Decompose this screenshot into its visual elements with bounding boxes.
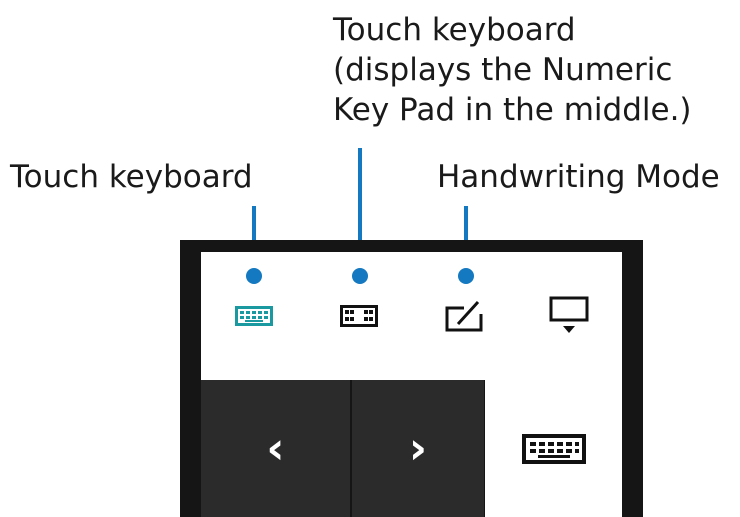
dock-down-icon bbox=[549, 296, 588, 333]
callout-handwriting-mode: Handwriting Mode bbox=[437, 159, 720, 195]
split-keyboard-button[interactable] bbox=[306, 252, 411, 380]
callout-line: Touch keyboard bbox=[333, 12, 576, 48]
split-keyboard-icon bbox=[339, 305, 378, 327]
keyboard-nav-bar: ‹ › bbox=[180, 380, 643, 517]
next-button[interactable]: › bbox=[352, 380, 484, 517]
callout-dot-handwriting bbox=[458, 268, 474, 284]
keyboard-mode-panel: ‹ › bbox=[180, 240, 643, 517]
chevron-left-icon: ‹ bbox=[266, 423, 285, 474]
chevron-right-icon: › bbox=[408, 423, 428, 474]
callout-dot-touch-keyboard bbox=[246, 268, 262, 284]
dock-keyboard-button[interactable] bbox=[516, 252, 621, 380]
pen-icon bbox=[445, 300, 482, 332]
previous-button[interactable]: ‹ bbox=[201, 380, 350, 517]
callout-touch-keyboard: Touch keyboard bbox=[10, 159, 253, 195]
callout-dot-numeric-keypad bbox=[352, 268, 368, 284]
keyboard-icon bbox=[521, 433, 586, 464]
keyboard-icon bbox=[234, 306, 273, 326]
handwriting-button[interactable] bbox=[411, 252, 516, 380]
leader-line-numeric-keypad bbox=[358, 148, 362, 274]
callout-line: (displays the Numeric bbox=[333, 52, 673, 88]
show-keyboard-button[interactable] bbox=[485, 380, 622, 517]
callout-line: Key Pad in the middle.) bbox=[333, 92, 692, 128]
callout-numeric-keypad: Touch keyboard (displays the Numeric Key… bbox=[333, 10, 692, 130]
standard-keyboard-button[interactable] bbox=[201, 252, 306, 380]
keyboard-mode-bar bbox=[201, 252, 622, 380]
